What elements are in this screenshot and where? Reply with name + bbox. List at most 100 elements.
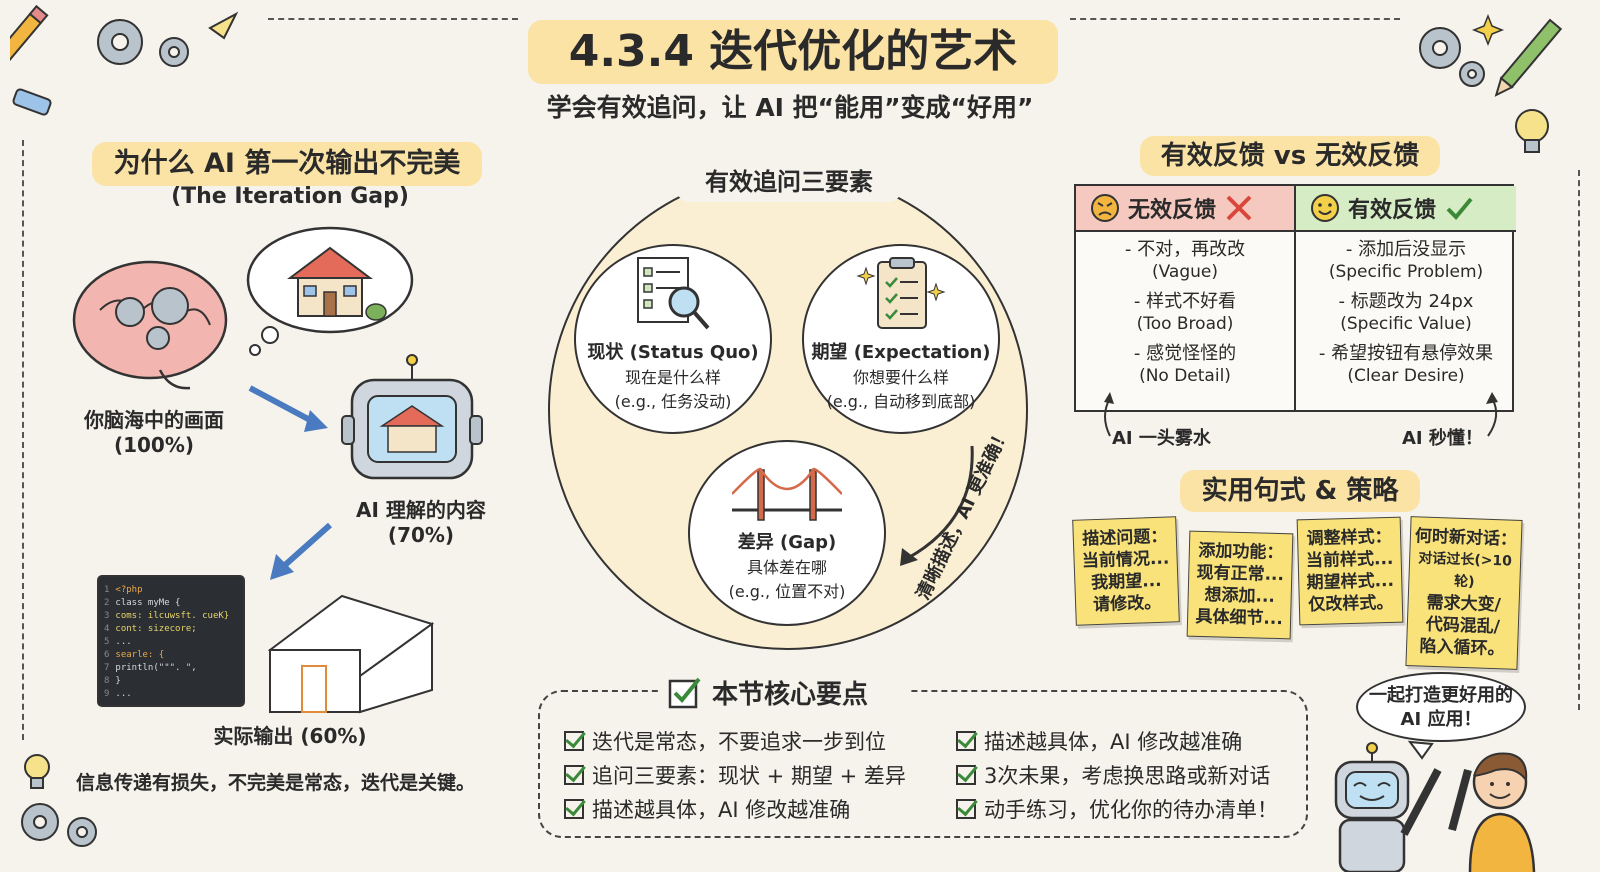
outline-house-icon: [267, 594, 435, 714]
curved-arrow-icon: [1104, 392, 1114, 437]
status-example: (e.g., 任务没动): [614, 392, 732, 411]
angry-face-icon: [1091, 194, 1119, 222]
arrow-icon: [248, 385, 328, 432]
brain-caption: 你脑海中的画面 (100%): [64, 404, 244, 457]
key-points-box: [538, 690, 1308, 838]
key-point: 动手练习，优化你的待办清单！: [956, 794, 1278, 824]
checkbox-icon: [668, 677, 701, 709]
eraser-icon: [12, 88, 52, 116]
bad-feedback-item: - 感觉怪怪的(No Detail): [1133, 343, 1237, 386]
key-point: 追问三要素：现状 + 期望 + 差异: [564, 760, 906, 790]
ai-caption-percent: (70%): [387, 523, 455, 547]
feedback-table: 无效反馈 - 不对，再改改(Vague) - 样式不好看(Too Broad) …: [1074, 184, 1516, 412]
robot-screen-icon: [341, 354, 483, 480]
clarity-arrow-icon: [900, 445, 974, 566]
gear-icon: [97, 19, 143, 65]
paper-plane-icon: [208, 11, 239, 40]
gear-icon: [159, 37, 189, 67]
robot-icon: [1334, 742, 1442, 872]
decor-top-left: [10, 4, 239, 116]
good-feedback-item: - 添加后没显示(Specific Problem): [1328, 239, 1484, 282]
status-desc: 现在是什么样: [624, 368, 721, 387]
expectation-desc: 你想要什么样: [852, 368, 949, 387]
check-icon: [956, 765, 976, 785]
status-bubble: 现状 (Status Quo) 现在是什么样 (e.g., 任务没动): [574, 244, 772, 434]
gap-example: (e.g., 位置不对): [728, 582, 846, 601]
gap-desc: 具体差在哪: [746, 558, 827, 577]
frame-left: [22, 140, 24, 740]
key-point: 描述越具体，AI 修改越准确: [564, 794, 850, 824]
pencil-icon: [10, 4, 49, 86]
status-label: 现状 (Status Quo): [587, 342, 759, 363]
lightbulb-icon: [24, 754, 50, 789]
key-point: 迭代是常态，不要追求一步到位: [564, 726, 886, 756]
sparkle-icon: [1471, 13, 1505, 47]
key-point: 3次未果，考虑换思路或新对话: [956, 760, 1270, 790]
sticky-note: 调整样式：当前样式...期望样式...仅改样式。: [1296, 516, 1404, 626]
sticky-note: 何时新对话：对话过长(>10轮)需求大变/代码混乱/陷入循环。: [1405, 516, 1523, 670]
house-icon: [287, 246, 387, 321]
frame-top-right: [1070, 18, 1400, 20]
sticky-note: 添加功能：现有正常...想添加...具体细节...: [1186, 530, 1294, 640]
cross-icon: [1226, 195, 1252, 221]
ai-caption-text: AI 理解的内容: [356, 498, 486, 522]
gap-label: 差异 (Gap): [737, 532, 837, 553]
frame-top-left: [268, 18, 518, 20]
output-caption: 实际输出 (60%): [213, 724, 367, 748]
checklist-magnifier-icon: [637, 257, 710, 330]
check-icon: [564, 765, 584, 785]
key-points-title-text: 本节核心要点: [712, 679, 869, 710]
left-footer-text: 信息传递有损失，不完美是常态，迭代是关键。: [76, 772, 476, 794]
bad-feedback-column: 无效反馈 - 不对，再改改(Vague) - 样式不好看(Too Broad) …: [1076, 186, 1296, 410]
smiley-face-icon: [1311, 194, 1339, 222]
ai-caption: AI 理解的内容 (70%): [336, 494, 506, 547]
curved-arrow-icon: [1486, 392, 1498, 437]
key-point: 描述越具体，AI 修改越准确: [956, 726, 1242, 756]
good-feedback-column: 有效反馈 - 添加后没显示(Specific Problem) - 标题改为 2…: [1296, 186, 1516, 410]
key-points-title: 本节核心要点: [660, 672, 910, 712]
brain-caption-text: 你脑海中的画面: [84, 408, 224, 432]
code-window: [97, 575, 245, 707]
gear-icon: [21, 803, 59, 841]
gear-icon: [1419, 27, 1461, 69]
bad-feedback-note: AI 一头雾水: [1112, 428, 1211, 449]
expectation-bubble: 期望 (Expectation) 你想要什么样 (e.g., 自动移到底部): [802, 244, 1000, 434]
robot-and-person-illustration: [1334, 740, 1536, 872]
bad-feedback-item: - 不对，再改改(Vague): [1124, 239, 1246, 282]
brain-caption-percent: (100%): [113, 433, 195, 457]
person-icon: [1448, 752, 1536, 872]
bad-feedback-item: - 样式不好看(Too Broad): [1133, 291, 1237, 334]
page-title: 4.3.4 迭代优化的艺术: [528, 20, 1058, 84]
clipboard-icon: [856, 257, 946, 329]
iteration-gap-illustration: [72, 226, 483, 714]
decor-top-right: [1419, 13, 1563, 153]
gear-icon: [1459, 61, 1485, 87]
check-icon: [956, 799, 976, 819]
checkmark-icon: [1446, 197, 1473, 220]
frame-right: [1578, 170, 1580, 710]
pencil-icon: [1494, 18, 1563, 97]
arrow-icon: [270, 522, 332, 580]
sticky-note: 描述问题：当前情况...我期望...请修改。: [1072, 516, 1180, 626]
good-feedback-header: 有效反馈: [1296, 186, 1516, 232]
elements-title: 有效追问三要素: [676, 162, 902, 202]
expectation-example: (e.g., 自动移到底部): [826, 392, 976, 411]
thought-cloud: [246, 226, 414, 356]
gap-bubble: 差异 (Gap) 具体差在哪 (e.g., 位置不对): [688, 440, 886, 626]
speech-bubble: 一起打造更好用的 AI 应用！: [1356, 672, 1526, 742]
bad-feedback-header: 无效反馈: [1076, 186, 1294, 232]
lightbulb-icon: [1515, 109, 1549, 153]
gear-icon: [67, 817, 97, 847]
good-feedback-item: - 标题改为 24px(Specific Value): [1338, 291, 1474, 334]
check-icon: [564, 731, 584, 751]
tips-title: 实用句式 & 策略: [1180, 470, 1420, 512]
decor-bottom-left: [21, 803, 97, 847]
check-icon: [956, 731, 976, 751]
bad-feedback-label: 无效反馈: [1128, 198, 1217, 223]
check-icon: [564, 799, 584, 819]
good-feedback-item: - 希望按钮有悬停效果(Clear Desire): [1318, 343, 1494, 386]
good-feedback-note: AI 秒懂！: [1402, 428, 1483, 449]
feedback-title: 有效反馈 vs 无效反馈: [1140, 136, 1440, 176]
bridge-icon: [731, 467, 843, 521]
